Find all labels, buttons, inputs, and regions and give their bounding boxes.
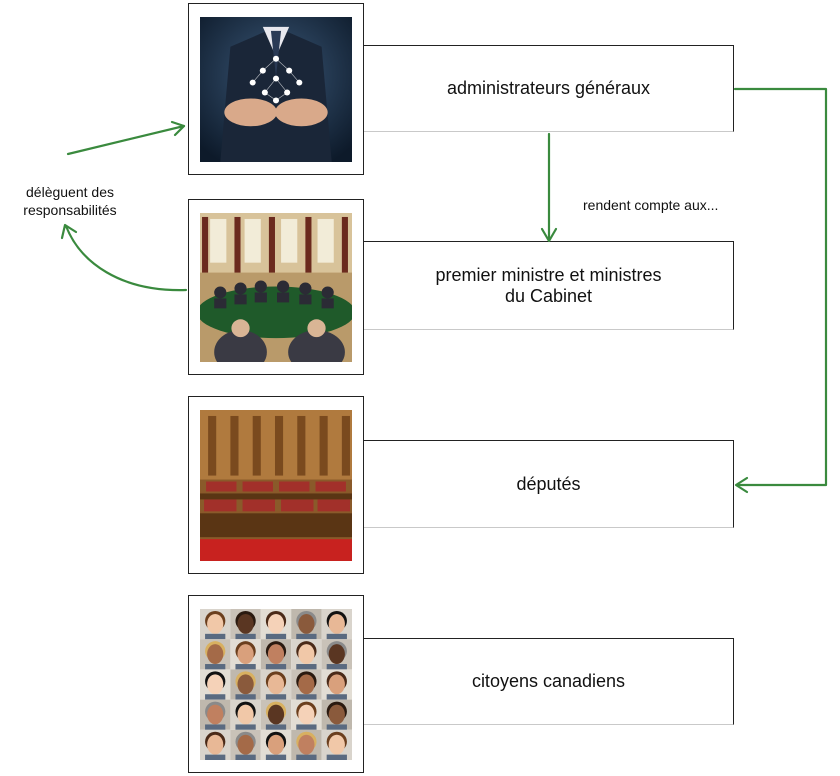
cabinet-meeting-photo [200, 213, 352, 362]
delegate-curved-arrow [64, 224, 188, 292]
arrowhead-to-executives [170, 120, 186, 137]
node-citoyens-canadiens: citoyens canadiens [364, 638, 734, 725]
node-label: citoyens canadiens [471, 671, 626, 691]
deputes-photo-frame [188, 396, 364, 574]
house-of-commons-chamber-photo [200, 410, 352, 561]
citizens-faces-grid-photo [200, 609, 352, 760]
arrowhead-curved [60, 223, 78, 240]
executive-photo-frame [188, 3, 364, 175]
node-label: premier ministre et ministres du Cabinet [435, 264, 662, 306]
citizens-photo-frame [188, 595, 364, 773]
arrowhead-down [540, 227, 558, 243]
node-administrateurs-generaux: administrateurs généraux [364, 45, 734, 132]
delegate-arrow-to-executives [66, 124, 186, 156]
node-premier-ministre: premier ministre et ministres du Cabinet [364, 241, 734, 330]
node-label: députés [516, 473, 581, 494]
executive-hands-network-photo [200, 17, 352, 162]
node-deputes: députés [364, 440, 734, 528]
node-label: administrateurs généraux [446, 78, 651, 98]
annotation-delegate: délèguent des responsabilités [23, 184, 117, 218]
report-arrow-to-deputes [733, 87, 828, 487]
arrowhead-to-deputes [734, 476, 749, 494]
annotation-report: rendent compte aux... [583, 197, 719, 213]
cabinet-photo-frame [188, 199, 364, 375]
